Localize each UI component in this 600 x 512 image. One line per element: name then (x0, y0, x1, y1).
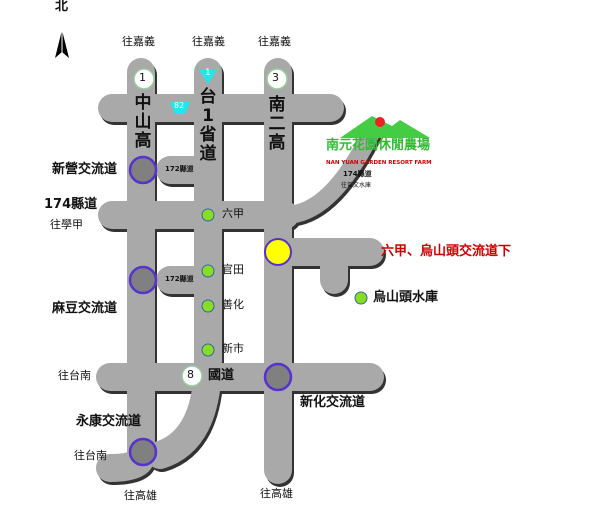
interchange-yongkang-marker (128, 437, 158, 467)
place-label: 官田 (222, 263, 244, 276)
interchange-xinying-marker (128, 155, 158, 185)
destination-label: 六甲、烏山頭交流道下 (381, 244, 512, 259)
dir-label: 往學甲 (50, 218, 83, 231)
dir-label: 往台南 (58, 369, 91, 382)
logo-mountain-icon (340, 116, 430, 138)
dir-label: 往嘉義 (122, 35, 155, 48)
dir-label: 往台南 (74, 449, 107, 462)
interchange-xinhua-marker (263, 362, 293, 392)
dir-label: 往曾文水庫 (341, 182, 372, 189)
interchange-madou-marker (128, 265, 158, 295)
freeway-3-name: 南二高 (268, 95, 286, 153)
road-174-label: 174縣道 (343, 170, 372, 178)
dir-label: 往嘉義 (258, 35, 291, 48)
north-arrow-icon (55, 30, 69, 58)
place-label: 新市 (222, 342, 244, 355)
place-label: 六甲 (222, 207, 244, 220)
route-82-shield-icon (170, 102, 190, 114)
logo-name: 南元花園休閒農場 (326, 138, 431, 153)
highway-3-shield-icon (266, 68, 288, 90)
hw-num: 3 (272, 71, 279, 84)
north-label: 北 (55, 0, 69, 14)
hw-num: 1 (205, 68, 211, 78)
freeway-8-name: 國道 (208, 368, 235, 383)
freeway-1-name: 中山高 (134, 93, 152, 151)
interchange-label: 麻豆交流道 (52, 301, 118, 316)
interchange-label: 新化交流道 (300, 395, 366, 410)
route-1-shield-icon (199, 70, 217, 84)
dir-label: 往高雄 (124, 489, 157, 502)
route-1-name: 台1省道 (199, 87, 217, 164)
place-label: 善化 (222, 298, 244, 311)
hw-num: 82 (174, 101, 185, 110)
highway-1-shield-icon (133, 68, 155, 90)
highway-8-shield-icon (181, 365, 203, 387)
road-172-label: 172縣道 (165, 275, 194, 283)
hw-num: 1 (139, 71, 146, 84)
interchange-label: 永康交流道 (76, 414, 142, 429)
place-label: 烏山頭水庫 (373, 290, 439, 305)
road-174-label: 174縣道 (44, 197, 98, 212)
road-172-label: 172縣道 (165, 165, 194, 173)
interchange-label: 新營交流道 (52, 162, 118, 177)
logo-english: NAN YUAN GARDEN RESORT FARM (326, 160, 432, 166)
destination-marker (264, 238, 292, 266)
hw-num: 8 (187, 368, 194, 381)
dir-label: 往嘉義 (192, 35, 225, 48)
dir-label: 往高雄 (260, 487, 293, 500)
